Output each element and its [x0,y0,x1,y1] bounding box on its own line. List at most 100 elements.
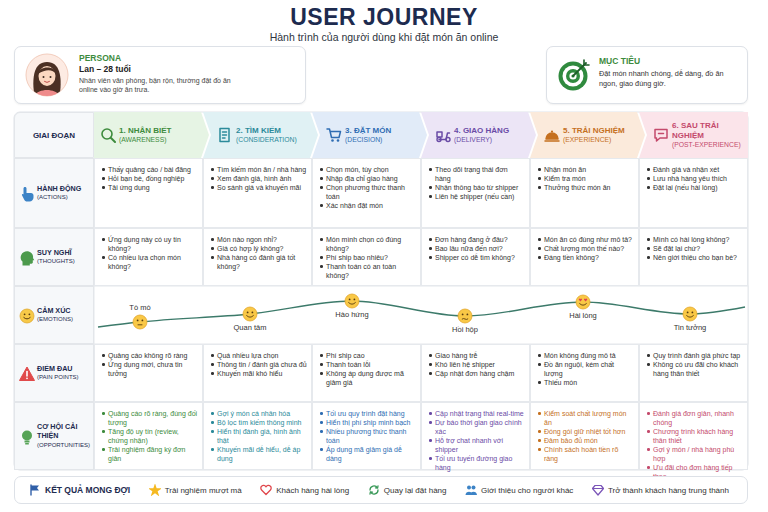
bullet-item: Đơn hàng đang ở đâu? [428,235,525,244]
row-header-text: GIAI ĐOẠN [33,131,75,140]
stage-chevron: 3. ĐẶT MÓN(DECISION) [312,112,427,158]
goal-text: Đặt món nhanh chóng, dễ dàng, đồ ăn ngon… [599,69,739,88]
emotion-face [133,315,147,329]
icon-circle [692,312,694,314]
bullet-item: Chất lượng món thế nào? [537,244,634,253]
icon-stroke [462,319,468,320]
bullet-item: Nhập địa chỉ giao hàng [319,174,416,183]
row-label: (THOUGHTS) [37,257,91,265]
chevron-fill [94,112,209,158]
bullet-item: Xác nhận đặt món [319,201,416,210]
journey-cell: Đánh giá và nhận xétLưu nhà hàng yêu thí… [639,158,748,228]
outcome-text: Giới thiệu cho người khác [481,486,573,495]
icon-circle [462,314,464,316]
stage-chevron: 5. TRẢI NGHIỆM(EXPERIENCE) [530,112,645,158]
persona-text: Nhân viên văn phòng, bận rộn, thường đặt… [79,76,249,94]
icon-stroke [659,133,664,135]
icon-circle [50,76,52,78]
icon-circle [446,138,450,142]
people-icon [466,492,478,495]
bullet-item: Hiển thị phí ship minh bạch [319,418,416,427]
icon-stroke [545,140,559,142]
journey-cell: Tối ưu quy trình đặt hàngHiển thị phí sh… [312,402,421,470]
emotion-label: Quan tâm [210,323,290,332]
icon-circle [20,309,34,323]
bullet-item: Trải nghiệm đăng ký đơn giản [101,445,198,463]
bullet-item: Giao hàng trễ [428,351,525,360]
icon-circle [354,299,356,301]
stage-chevron: 6. SAU TRẢI NGHIỆM(POST-EXPERIENCE) [639,112,748,158]
bullet-item: Tối ưu tuyến đường giao hàng [428,454,525,472]
bullet-item: Mình có hài lòng không? [646,235,743,244]
bullet-item: Nên giới thiệu cho bạn bè? [646,253,743,262]
emotion-band [94,286,748,344]
bullet-item: Có nhiều lựa chọn món không? [101,253,198,271]
icon-circle [551,130,553,132]
row-label: CẢM XÚC [37,307,91,316]
outcome-icon [260,484,272,496]
icon-circle [349,299,351,301]
outcome-item: Trở thành khách hàng trung thành [592,484,729,496]
bullet-item: Thưởng thức món ăn [537,183,634,192]
bullet-item: Gợi ý món cá nhân hóa [210,409,307,418]
journey-cell: Mình có hài lòng không?Sẽ đặt lại chứ?Nê… [639,228,748,286]
row-label: HÀNH ĐỘNG [37,185,91,194]
emotion-face [345,294,359,308]
bullet-item: Hiển thị đánh giá, hình ảnh thật [210,427,307,445]
bullet-item: Đánh giá đơn giản, nhanh chóng [646,409,743,427]
emotion-label: Hài lòng [543,311,623,320]
journey-cell: Theo dõi trạng thái đơn hàngNhận thông b… [421,158,530,228]
bullet-item: Lưu nhà hàng yêu thích [646,174,743,183]
icon-stroke [138,324,142,325]
outcome-icon [149,484,161,496]
bullet-item: Món không đúng mô tả [537,351,634,360]
bullet-item: Bao lâu nữa đến nơi? [428,244,525,253]
icon-circle [137,320,139,322]
bullet-item: Tìm kiếm món ăn / nhà hàng [210,165,307,174]
row-icon [19,429,35,445]
persona-card: PERSONALan – 28 tuổiNhân viên văn phòng,… [14,46,306,104]
stage-icon [544,127,560,143]
journey-cell: Giao hàng trễKhó liên hệ shipperCập nhật… [421,344,530,402]
icon-circle [247,312,249,314]
row-label: (ACTIONS) [37,193,91,201]
diagram-title: USER JOURNEY [0,4,768,31]
stage-chevron: 2. TÌM KIẾM(CONSIDERATION) [203,112,318,158]
bullet-item: Thông tin / đánh giá chưa đủ [210,360,307,369]
stage-title: 1. NHẬN BIẾT [119,126,198,136]
stage-text-box: 2. TÌM KIẾM(CONSIDERATION) [236,112,307,158]
icon-stroke [580,304,587,306]
bullet-item: Thanh toán có an toàn không? [319,262,416,280]
bullet-item: Nhà hàng có đánh giá tốt không? [210,253,307,271]
bullet-item: Bộ lọc tìm kiếm thông minh [210,418,307,427]
row-label: ĐIỂM ĐAU [37,365,91,374]
icon-circle [331,139,334,142]
journey-cell: Chọn món, tùy chọnNhập địa chỉ giao hàng… [312,158,421,228]
stage-text-box: 5. TRẢI NGHIỆM(EXPERIENCE) [563,112,634,158]
icon-stroke [220,129,229,142]
icon-circle [472,486,476,490]
bullet-item: Kiểm tra món [537,174,634,183]
journey-cell: Quá nhiều lựa chọnThông tin / đánh giá c… [203,344,312,402]
journey-cell: Tìm kiếm món ăn / nhà hàngXem đánh giá, … [203,158,312,228]
bullet-item: Quá nhiều lựa chọn [210,351,307,360]
flag-icon [31,486,39,491]
row-icon [19,186,35,202]
bullet-item: Khuyến mãi dễ hiểu, dễ áp dụng [210,445,307,463]
bulb-base [25,443,29,445]
icon-circle [687,312,689,314]
bullet-item: Shipper có dễ tìm không? [428,253,525,262]
stage-title: 5. TRẢI NGHIỆM [563,126,634,136]
bullet-item: Món mình chọn có đúng không? [319,235,416,253]
row-label: CƠ HỘI CẢI THIỆN [37,423,91,440]
bullet-item: Nhiều phương thức thanh toán [319,427,416,445]
outcome-text: Quay lại đặt hàng [384,486,447,495]
bullet-item: Phí ship cao [319,351,416,360]
icon-circle [243,307,257,321]
icon-stroke [546,133,558,139]
icon-circle [252,312,254,314]
journey-cell: Quảng cáo rõ ràng, đúng đối tượngTăng độ… [94,402,203,470]
persona-text-box: PERSONALan – 28 tuổiNhân viên văn phòng,… [79,53,249,94]
bullet-item: Xem đánh giá, hình ảnh [210,174,307,183]
goal-text: MỤC TIÊU [599,56,739,67]
